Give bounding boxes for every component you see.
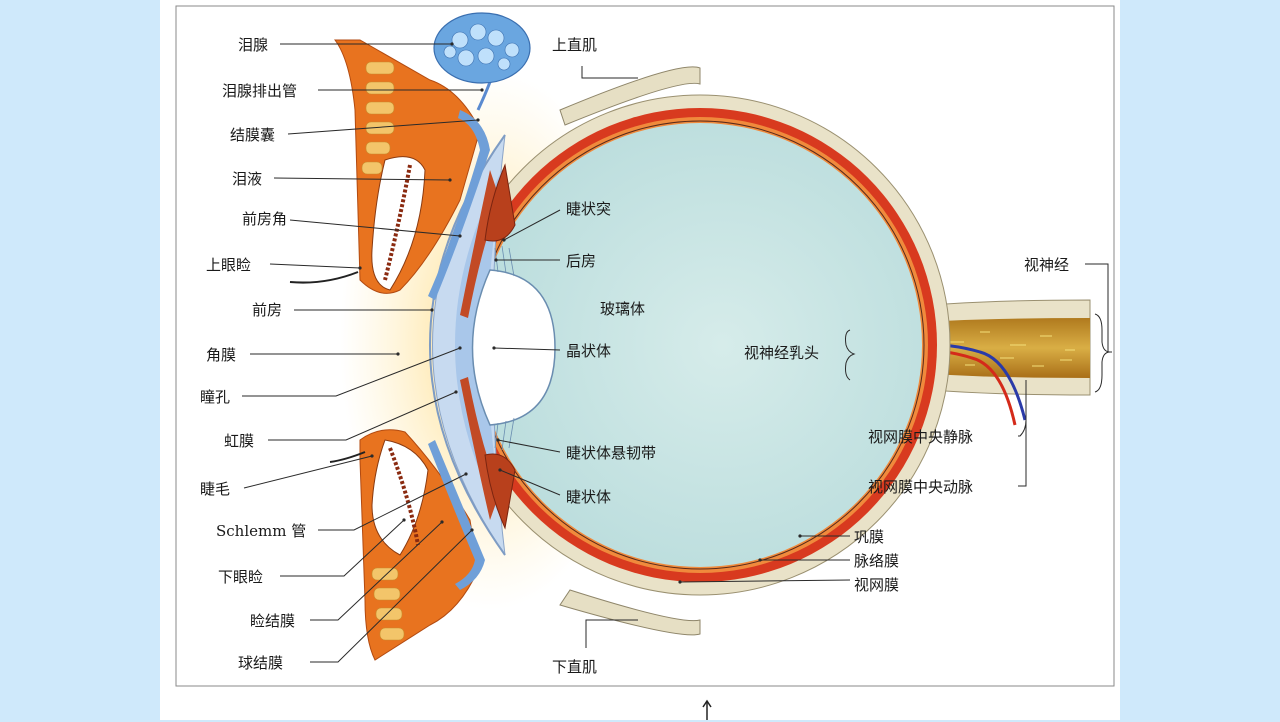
vitreous-body [478,123,922,567]
label-bulbar-conjunctiva: 球结膜 [238,654,283,672]
label-inferior-rectus: 下直肌 [552,658,597,676]
label-lacrimal-gland: 泪腺 [238,36,268,54]
label-tears: 泪液 [232,170,262,188]
zonule-fibers [494,245,515,451]
label-optic-nerve: 视神经 [1024,256,1069,274]
label-posterior-chamber: 后房 [566,252,596,270]
label-central-retinal-vein: 视网膜中央静脉 [868,428,973,446]
superior-rectus-muscle [559,66,701,126]
upper-lid-fat-cells [361,61,395,175]
eye-anatomy-diagram: 泪腺 泪腺排出管 结膜囊 泪液 前房角 上眼睑 前房 角膜 瞳孔 虹膜 睫毛 S… [175,5,1115,687]
label-optic-disc: 视神经乳头 [744,344,819,362]
label-choroid: 脉络膜 [854,552,899,570]
leader-lines-right [492,66,1112,648]
label-eyelash: 睫毛 [200,480,230,498]
lacrimal-duct [476,81,492,111]
label-lens: 晶状体 [566,342,611,360]
label-lower-eyelid: 下眼睑 [218,568,263,586]
label-ciliary-process: 睫状突 [566,200,611,218]
label-ciliary-body: 睫状体 [566,488,611,506]
lower-conjunctiva [428,440,485,590]
label-sclera: 巩膜 [854,528,884,546]
leader-lines [242,42,484,663]
label-lacrimal-duct: 泪腺排出管 [222,82,297,100]
iris-upper [460,170,500,318]
lacrimal-gland-lobules [443,23,520,71]
label-retina: 视网膜 [854,576,899,594]
label-iris: 虹膜 [224,432,254,450]
ciliary-body-lower [484,453,516,530]
upper-eyelash [289,271,359,284]
lower-lid-fat-cells [371,567,405,641]
label-central-retinal-artery: 视网膜中央动脉 [868,478,973,496]
label-vitreous-body: 玻璃体 [600,300,645,318]
label-pupil: 瞳孔 [200,388,230,406]
label-cornea: 角膜 [206,346,236,364]
upper-meibomian-gland [383,164,412,281]
lower-eyelash [329,451,366,463]
label-palpebral-conjunctiva: 睑结膜 [250,612,295,630]
up-arrow-icon [702,699,712,720]
label-anterior-chamber: 前房 [252,301,282,319]
slide: 泪腺 泪腺排出管 结膜囊 泪液 前房角 上眼睑 前房 角膜 瞳孔 虹膜 睫毛 S… [160,0,1120,720]
label-conjunctival-sac: 结膜囊 [230,126,275,144]
label-schlemm-canal: Schlemm 管 [216,522,306,540]
ciliary-body-upper [484,163,516,242]
lens-shape [471,269,556,426]
label-ciliary-zonule: 睫状体悬韧带 [566,444,656,462]
upper-tarsal-plate [371,156,426,291]
label-upper-eyelid: 上眼睑 [206,256,251,274]
lower-meibomian-gland [388,447,420,546]
label-superior-rectus: 上直肌 [552,36,597,54]
label-anterior-chamber-angle: 前房角 [242,210,287,228]
